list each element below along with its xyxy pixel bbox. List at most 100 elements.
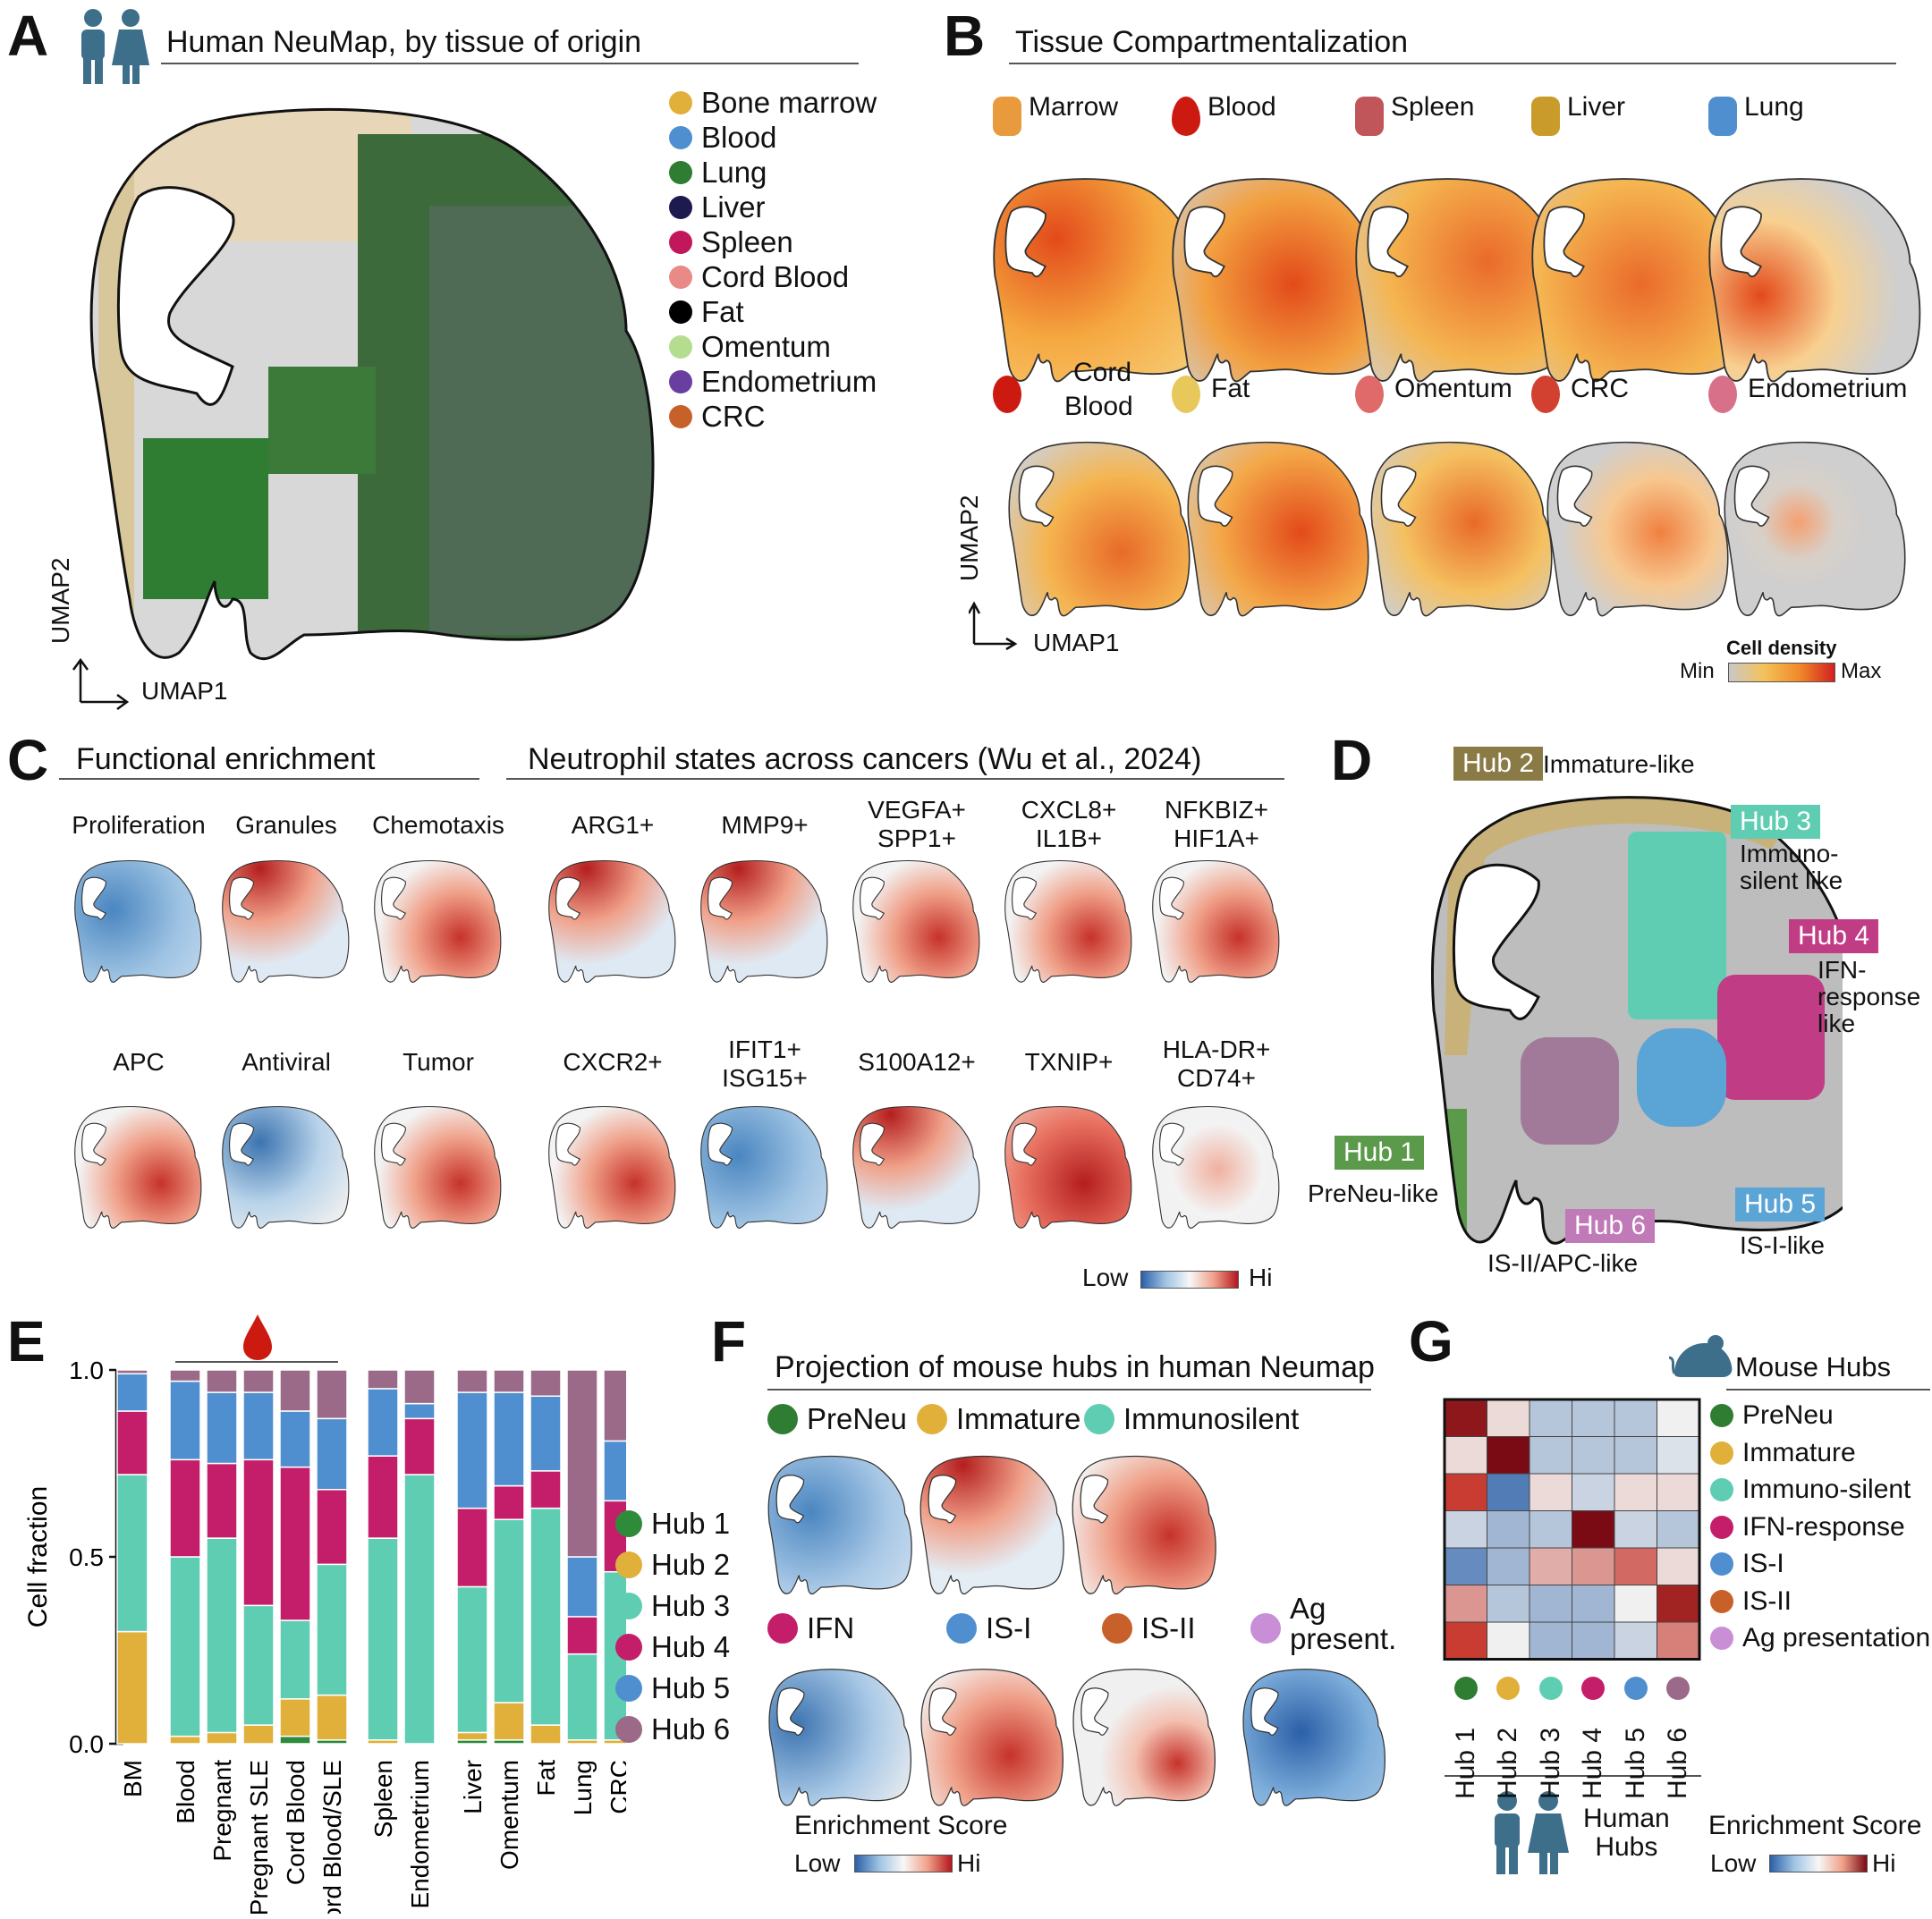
bar-segment-hub-2 (530, 1724, 562, 1745)
bar-segment-hub-2 (456, 1731, 488, 1741)
mouse-icon (1669, 1335, 1733, 1377)
heatmap-cell (1572, 1436, 1615, 1475)
panel-c-label: Tumor (402, 1048, 474, 1076)
legend-item-liver: Liver (669, 190, 766, 224)
panel-b-label-endometrium: Endometrium (1748, 374, 1908, 403)
bar-segment-hub-5 (603, 1440, 626, 1502)
bar-segment-hub-2 (242, 1724, 275, 1745)
col-label: Hub 2 (1493, 1727, 1523, 1800)
bar-segment-hub-3 (456, 1585, 488, 1734)
panel-b-label-fat: Fat (1211, 374, 1250, 403)
panel-f-title: Projection of mouse hubs in human Neumap (775, 1350, 1375, 1384)
bar-segment-hub-6 (169, 1369, 201, 1382)
panel-c-label: CXCL8+ (1021, 796, 1117, 824)
row-label: PreNeu (1742, 1400, 1834, 1430)
hub-desc-5: IS-I-like (1740, 1231, 1825, 1259)
legend-label: PreNeu (807, 1402, 907, 1435)
marrow-icon (993, 97, 1021, 136)
panel-c-umap-row2 (222, 1105, 350, 1229)
heatmap-cell (1614, 1585, 1657, 1623)
bar-segment-hub-2 (116, 1630, 148, 1745)
heatmap-cell (1614, 1473, 1657, 1511)
panel-f-umap-row2 (1072, 1669, 1216, 1806)
bar-segment-hub-3 (530, 1507, 562, 1726)
panel-b-icon-crc (1531, 376, 1560, 413)
panel-f-umap-row1 (919, 1455, 1064, 1595)
legend-swatch (1710, 1627, 1733, 1650)
bar-segment-hub-5 (367, 1388, 399, 1457)
legend-item-endometrium: Endometrium (669, 365, 877, 399)
bar-segment-hub-5 (279, 1410, 311, 1468)
legend-swatch (669, 405, 692, 428)
legend-swatch (669, 196, 692, 219)
heatmap-cell (1614, 1547, 1657, 1585)
col-label: Hub 6 (1663, 1727, 1693, 1800)
hub-desc-2: Immature-like (1543, 750, 1695, 778)
y-tick-label: 1.0 (69, 1359, 104, 1384)
legend-item-hub-3: Hub 3 (615, 1589, 730, 1623)
bar-segment-hub-6 (603, 1369, 626, 1442)
panel-g-scale-low: Low (1710, 1849, 1757, 1877)
heatmap-cell (1444, 1473, 1487, 1511)
panel-f-legend-label: Ag (1290, 1592, 1326, 1625)
panel-f-legend-label: IFN (807, 1611, 855, 1644)
panel-b-axis-x: UMAP1 (1033, 629, 1120, 656)
panel-b-icon-cord-blood (993, 376, 1021, 413)
x-tick-label: Spleen (369, 1760, 397, 1838)
heatmap-cell (1657, 1399, 1700, 1437)
bar-segment-hub-3 (403, 1474, 436, 1745)
heatmap-cell (1529, 1547, 1572, 1585)
row-label: IFN-response (1742, 1511, 1905, 1542)
bar-segment-hub-6 (316, 1369, 348, 1420)
panel-f-rule (767, 1389, 1371, 1391)
legend-item-spleen: Spleen (669, 225, 793, 259)
blood-drop-icon (243, 1315, 272, 1360)
legend-swatch (1710, 1478, 1733, 1501)
x-tick-label: Liver (459, 1760, 487, 1814)
heatmap-cell (1487, 1547, 1530, 1585)
panel-f-legend-label: IS-I (986, 1611, 1032, 1644)
row-label: IS-II (1742, 1585, 1792, 1616)
legend-swatch (669, 335, 692, 359)
legend-swatch (615, 1675, 642, 1702)
panel-g-mouse-title: Mouse Hubs (1735, 1351, 1892, 1382)
bar-segment-hub-4 (169, 1458, 201, 1558)
panel-f-legend-immature: Immature (917, 1402, 1080, 1436)
hub-tag-3: Hub 3 (1731, 805, 1821, 839)
heatmap-cell (1487, 1621, 1530, 1660)
legend-item-hub-5: Hub 5 (615, 1671, 730, 1705)
panel-c-umap-row1 (852, 859, 980, 983)
panel-b-density-scale (1728, 663, 1835, 682)
panel-label-f: F (711, 1309, 747, 1374)
panel-c-umap-row2 (374, 1105, 502, 1229)
bar-segment-hub-3 (116, 1474, 148, 1633)
legend-item-lung: Lung (669, 156, 767, 190)
legend-swatch (1084, 1404, 1114, 1434)
spleen-icon (1355, 97, 1384, 136)
panel-g-row-6: Ag presentation (1710, 1623, 1930, 1653)
legend-label: Hub 5 (651, 1671, 731, 1704)
panel-c-label: Proliferation (72, 811, 206, 839)
panel-label-d: D (1331, 728, 1373, 792)
panel-label-b: B (944, 4, 986, 68)
panel-c-label: IL1B+ (1036, 824, 1102, 852)
x-tick-label: Pregnant (208, 1760, 236, 1862)
panel-f-legend-label: present. (1290, 1622, 1397, 1655)
panel-b-icon-endometrium (1708, 376, 1737, 413)
bar-segment-hub-4 (367, 1455, 399, 1539)
panel-f-legend-preneu: PreNeu (767, 1402, 907, 1436)
heatmap-cell (1529, 1585, 1572, 1623)
bar-segment-hub-4 (403, 1417, 436, 1475)
panel-b-umap-endometrium (1724, 441, 1906, 617)
legend-swatch (669, 126, 692, 149)
panel-b-umap-spleen (1355, 178, 1568, 383)
panel-c-label: Granules (235, 811, 337, 839)
hub-tag-4: Hub 4 (1789, 919, 1879, 953)
panel-g-human-title: Human Hubs (1583, 1804, 1670, 1862)
heatmap-cell (1572, 1399, 1615, 1437)
bar-segment-hub-4 (456, 1507, 488, 1588)
panel-g-human-rule (1445, 1775, 1701, 1777)
heatmap-cell (1657, 1473, 1700, 1511)
legend-item-blood: Blood (669, 121, 776, 155)
bar-segment-hub-6 (403, 1369, 436, 1405)
